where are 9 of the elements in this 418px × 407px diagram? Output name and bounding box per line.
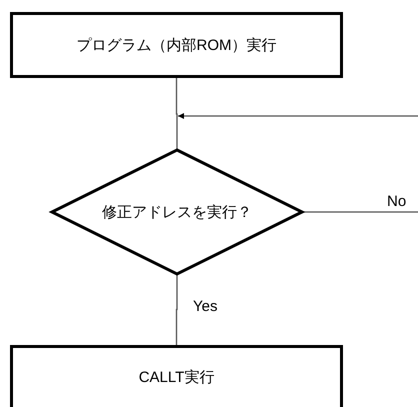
node-text: プログラム（内部ROM）実行 — [76, 36, 276, 54]
connector-line — [176, 78, 178, 150]
node-text: 修正アドレスを実行？ — [102, 202, 252, 222]
node-text: CALLT実行 — [138, 368, 214, 387]
connector-line — [302, 211, 418, 213]
arrow — [178, 113, 418, 119]
connector-line — [176, 274, 178, 345]
process-box — [10, 345, 343, 407]
process-box — [10, 12, 343, 78]
